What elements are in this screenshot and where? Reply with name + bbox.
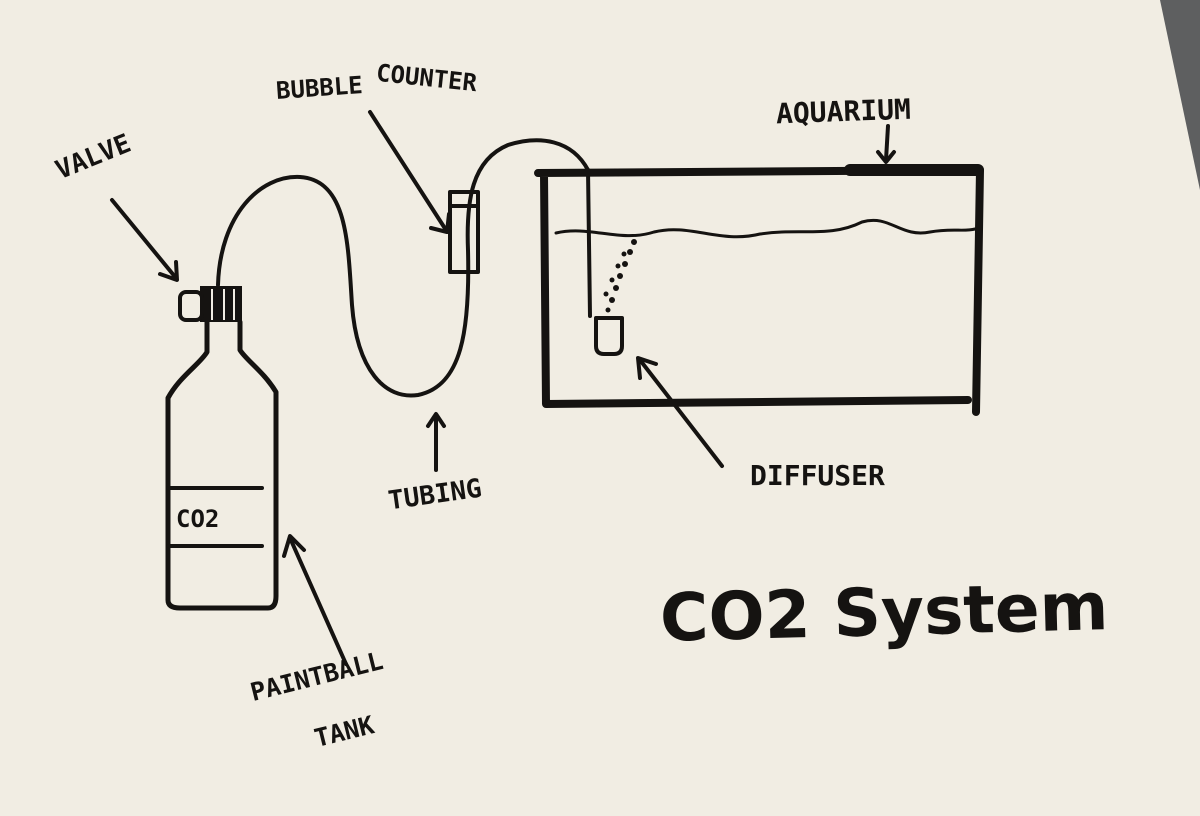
aquarium-arrow <box>876 124 896 164</box>
tank-co2-label: CO2 <box>176 505 220 533</box>
bubbles <box>603 239 637 313</box>
bubble-counter <box>448 190 480 274</box>
bubble-counter-arrow <box>368 110 451 234</box>
paintball-tank-bottle <box>165 319 279 611</box>
diffuser-label: DIFFUSER <box>750 459 885 492</box>
valve-knob <box>178 290 204 322</box>
water-line <box>554 218 977 239</box>
page-title: CO2 System <box>659 568 1110 657</box>
valve-body <box>200 286 242 322</box>
diffuser-tube <box>586 168 592 318</box>
diffuser-arrow <box>636 356 724 468</box>
diffuser-cup <box>594 316 624 356</box>
valve-arrow <box>110 198 179 282</box>
tubing-arrow <box>426 412 446 472</box>
bubble-counter-label-line1: BUBBLE <box>275 71 364 105</box>
paintball-arrow <box>282 534 348 666</box>
aquarium-label: AQUARIUM <box>775 92 912 131</box>
tubing <box>216 138 590 398</box>
valve-grip-lines <box>211 289 235 320</box>
